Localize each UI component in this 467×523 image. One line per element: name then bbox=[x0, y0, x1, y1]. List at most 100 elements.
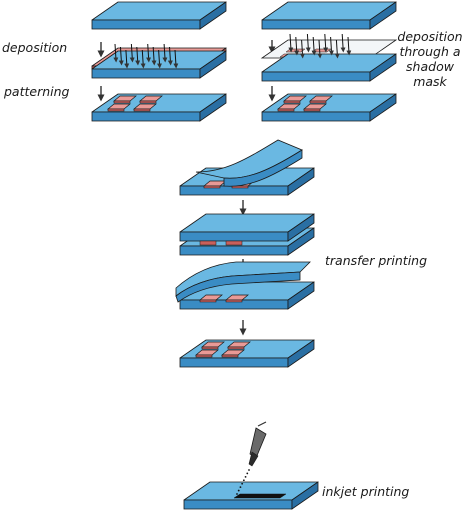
tp1-pad-1-edge bbox=[203, 185, 221, 189]
col2-substrate-patterned-front bbox=[261, 111, 371, 122]
inkjet-substrate-front bbox=[183, 499, 293, 510]
inkjet-droplet bbox=[239, 486, 242, 489]
col1-deposition-arrows-arrow bbox=[113, 43, 119, 63]
col1-substrate-plain-front bbox=[91, 19, 201, 30]
col2-pads-pad-3-edge bbox=[277, 108, 295, 112]
col1-pads-pad-3 bbox=[107, 103, 131, 112]
tp4-pads-pad-3-edge bbox=[195, 354, 213, 358]
tp4-pads-pad-3 bbox=[195, 349, 219, 358]
col1-deposition-arrows-arrow bbox=[129, 43, 135, 63]
tp4-substrate-side bbox=[287, 339, 315, 368]
label-transfer-printing: transfer printing bbox=[325, 253, 428, 268]
col2-deposition-arrows-arrow bbox=[334, 39, 340, 59]
label-shadow-mask-line4: mask bbox=[413, 74, 447, 89]
col1-substrate-plain-side bbox=[199, 1, 227, 30]
col1-pads-pad-2 bbox=[139, 95, 163, 104]
col1-deposition-arrows-arrow bbox=[151, 46, 157, 66]
inkjet-droplet bbox=[246, 472, 249, 475]
tp2-bottom-substrate-side bbox=[287, 227, 315, 256]
tp1-substrate-side bbox=[287, 167, 315, 196]
col1-substrate-plain bbox=[91, 1, 227, 30]
col1-deposition-arrows-arrow bbox=[146, 43, 152, 63]
label-inkjet-printing: inkjet printing bbox=[322, 484, 410, 499]
col1-deposition-arrows-arrow bbox=[140, 49, 146, 69]
tp2-top-stamp-front bbox=[179, 231, 289, 242]
tp3-pad-2 bbox=[225, 294, 249, 303]
inkjet-printed-line bbox=[233, 493, 287, 499]
col1-substrate-film-side bbox=[199, 50, 227, 79]
inkjet-droplet bbox=[237, 489, 240, 492]
col1-pads-pad-4-edge bbox=[133, 108, 151, 112]
tp4-pads-pad-2 bbox=[227, 341, 251, 350]
col2-pads-pad-3 bbox=[277, 103, 301, 112]
label-patterning: patterning bbox=[4, 84, 70, 99]
col2-pads-pad-4 bbox=[303, 103, 327, 112]
label-deposition: deposition bbox=[2, 40, 68, 55]
tp3-pad-2-edge bbox=[225, 299, 243, 303]
tp4-pads-pad-1-edge bbox=[201, 346, 219, 350]
inkjet-droplet bbox=[236, 493, 238, 495]
label-shadow-mask-line3: shadow bbox=[406, 59, 454, 74]
col2-substrate-under-mask-side bbox=[369, 53, 397, 82]
tp3-pad-1-edge bbox=[199, 299, 217, 303]
inkjet-substrate-side bbox=[291, 481, 319, 510]
col2-substrate-plain-front bbox=[261, 19, 371, 30]
col1-deposition-arrows-arrow bbox=[173, 49, 179, 69]
col1-pads-pad-3-edge bbox=[107, 108, 125, 112]
tp1-stamp-front bbox=[223, 149, 303, 187]
col1-deposition-arrows-arrow bbox=[162, 43, 168, 63]
col1-pads bbox=[107, 95, 163, 112]
col1-substrate-patterned-side bbox=[199, 93, 227, 122]
col2-pads-pad-1-edge bbox=[283, 100, 301, 104]
inkjet-droplet bbox=[241, 482, 244, 485]
tp4-pads-pad-4-edge bbox=[221, 354, 239, 358]
tp2-pad-2 bbox=[225, 240, 243, 246]
col2-deposition-arrows-arrow bbox=[305, 33, 311, 53]
tp1-pad-2-edge bbox=[231, 185, 249, 189]
tp4-pads-pad-4 bbox=[221, 349, 245, 358]
col2-pads-pad-2 bbox=[309, 95, 333, 104]
tp3-substrate-side bbox=[287, 281, 315, 310]
inkjet-substrate bbox=[183, 481, 319, 510]
col1-substrate-film-front bbox=[91, 68, 201, 79]
col2-substrate-under-mask bbox=[261, 53, 397, 82]
inkjet-droplet bbox=[248, 469, 250, 471]
col2-deposition-arrows-arrow bbox=[328, 36, 334, 56]
col1-pads-pad-4 bbox=[133, 103, 157, 112]
col2-substrate-plain bbox=[261, 1, 397, 30]
tp3-pad-1 bbox=[199, 294, 223, 303]
col1-substrate-patterned-front bbox=[91, 111, 201, 122]
label-shadow-mask-line2: through a bbox=[399, 44, 461, 59]
tp2-top-stamp-side bbox=[287, 213, 315, 242]
col2-substrate-plain-side bbox=[369, 1, 397, 30]
col2-pads bbox=[277, 95, 333, 112]
col1-pads-pad-2-edge bbox=[139, 100, 157, 104]
inkjet-nozzle-connector bbox=[257, 421, 267, 427]
inkjet-droplets bbox=[236, 469, 250, 495]
tp1-peeling-stamp bbox=[195, 139, 303, 187]
tp4-pads bbox=[195, 341, 251, 358]
col1-deposition-arrows bbox=[113, 43, 179, 69]
inkjet-droplet bbox=[244, 475, 247, 478]
col2-deposition-arrows bbox=[288, 33, 352, 59]
col2-deposition-arrows-arrow bbox=[311, 36, 317, 56]
tp2-bottom-substrate-front bbox=[179, 245, 289, 256]
inkjet-nozzle-tip bbox=[248, 451, 259, 467]
tp3-lifting-stamp bbox=[175, 261, 311, 303]
tp4-pads-pad-2-edge bbox=[227, 346, 245, 350]
col1-pads-pad-1-edge bbox=[113, 100, 131, 104]
inkjet-droplet bbox=[242, 479, 245, 482]
col1-deposition-arrows-arrow bbox=[124, 49, 130, 69]
label-shadow-mask-line1: deposition bbox=[397, 29, 463, 44]
tp2-pad-1 bbox=[199, 240, 217, 246]
inkjet-nozzle bbox=[248, 421, 267, 467]
col2-pads-pad-1 bbox=[283, 95, 307, 104]
col2-deposition-arrows-arrow bbox=[317, 39, 323, 59]
col2-substrate-patterned-side bbox=[369, 93, 397, 122]
col2-deposition-arrows-arrow bbox=[346, 36, 352, 56]
col2-deposition-arrows-arrow bbox=[288, 33, 294, 53]
col1-pads-pad-1 bbox=[113, 95, 137, 104]
col2-substrate-under-mask-front bbox=[261, 71, 371, 82]
